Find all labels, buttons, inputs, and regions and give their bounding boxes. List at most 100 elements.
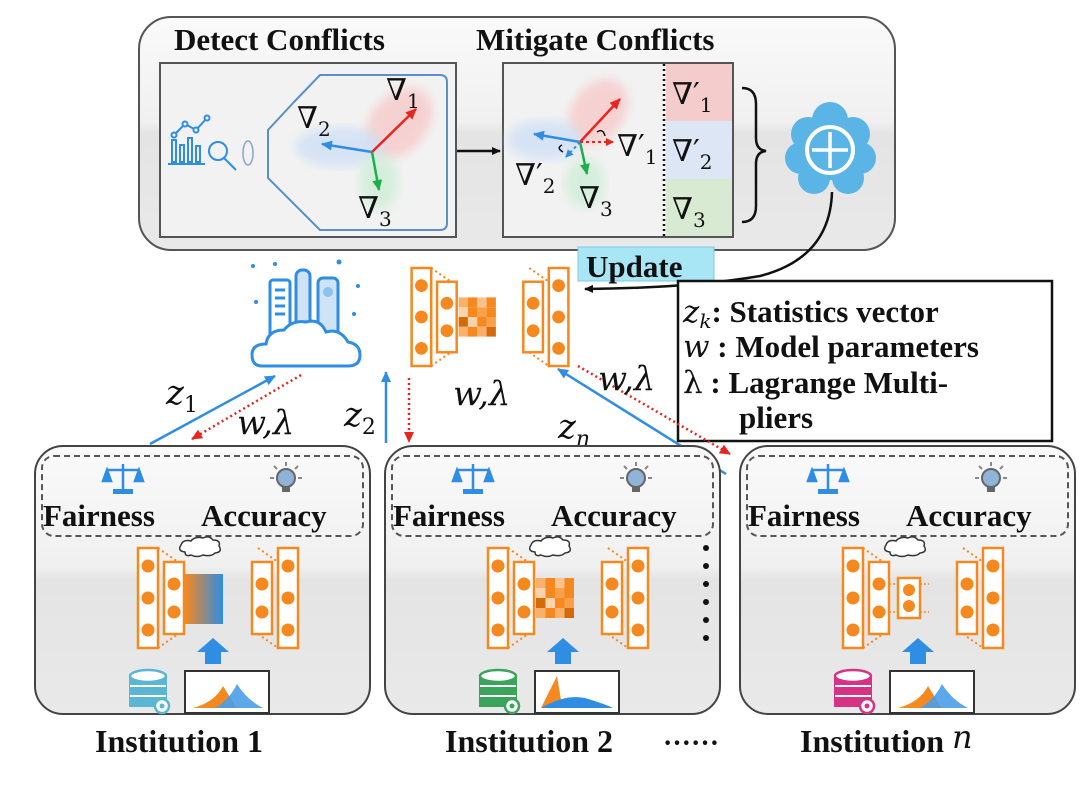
accuracy-lightbulb-icon	[270, 462, 302, 492]
objectives-box	[391, 455, 714, 537]
label-grad-3: ∇3	[358, 191, 392, 231]
layer-block	[512, 560, 536, 636]
layer-block	[600, 560, 624, 636]
local-model-icon	[136, 546, 300, 650]
neuron	[846, 591, 860, 605]
gradient-2-arrow	[321, 140, 373, 154]
accuracy-label: Accuracy	[201, 498, 327, 533]
legend-item-z: zk: Statistics vector	[682, 294, 939, 333]
neuron	[141, 591, 155, 605]
neuron	[255, 605, 269, 619]
accuracy-label: Accuracy	[906, 498, 1032, 533]
latent-cell	[555, 598, 565, 608]
thought-cloud-icon	[528, 536, 572, 558]
label-grad-2: ∇2	[297, 101, 331, 141]
latent-cell	[477, 297, 487, 308]
label-grad-1: ∇1	[386, 73, 420, 113]
fairness-label: Fairness	[393, 498, 505, 533]
neuron	[491, 559, 505, 573]
label-w-lambda-n: w,λ	[598, 359, 655, 399]
neuron	[491, 591, 505, 605]
layer-block	[435, 280, 458, 354]
projected-gradient-item: ∇′2	[666, 121, 732, 179]
projected-gradient-item: ∇3	[666, 179, 732, 236]
data-flow-arrow-icon	[547, 638, 579, 664]
local-model-icon	[486, 546, 650, 650]
neuron	[903, 600, 915, 612]
neuron	[631, 559, 645, 573]
top-panel: Detect Conflicts Mitigate Conflicts	[138, 16, 896, 251]
label-z2: z2	[343, 395, 376, 440]
mitigate-conflicts-title: Mitigate Conflicts	[476, 22, 714, 57]
institution-name: Institution 2	[445, 723, 613, 759]
neuron	[167, 605, 181, 619]
latent-cell	[477, 317, 487, 327]
institution-name: Institution n	[800, 718, 973, 759]
neuron	[960, 605, 974, 619]
neuron	[415, 341, 428, 355]
latent-cell	[467, 326, 478, 337]
latent-cell	[545, 608, 555, 618]
update-arrow	[584, 191, 834, 293]
layer-block	[867, 560, 891, 636]
latent-cell	[467, 307, 478, 317]
layer-block	[250, 560, 274, 636]
neuron	[986, 559, 1000, 573]
brace	[741, 86, 767, 224]
latent-cell	[536, 598, 546, 608]
svg-text:∇3: ∇3	[672, 192, 706, 232]
neuron	[903, 584, 915, 596]
svg-text:∇′1: ∇′1	[672, 77, 713, 117]
legend-box: zk: Statistics vector w : Model paramete…	[676, 279, 1054, 443]
institution-name: Institution 1	[95, 723, 263, 759]
thought-cloud-icon	[178, 536, 222, 558]
mitigate-box: ∇′1 ∇′2 ∇3 ∇′1∇′2 ∇3	[502, 62, 734, 238]
neuron	[872, 605, 886, 619]
projected-gradient-list: ∇′1∇′2 ∇3	[666, 64, 732, 236]
latent-gradient	[185, 574, 223, 624]
label-proj-grad-2: ∇′2	[515, 158, 556, 198]
latent-cell	[486, 317, 496, 327]
objectives-box	[746, 455, 1069, 537]
label-z1: z1	[165, 373, 198, 418]
fairness-label: Fairness	[43, 498, 155, 533]
latent-cell	[458, 326, 468, 337]
neuron	[986, 591, 1000, 605]
neuron	[517, 605, 531, 619]
latent-cell	[467, 297, 478, 308]
latent-cell	[564, 608, 574, 618]
neuron	[440, 296, 454, 310]
gradient-1-arrow	[371, 108, 417, 153]
neuron	[281, 559, 295, 573]
layer-block	[522, 280, 545, 354]
neuron	[255, 577, 269, 591]
cloud-server-icon	[250, 259, 362, 368]
gradient-3-arrow	[370, 151, 383, 191]
neuron	[526, 296, 540, 310]
objectives-box	[41, 455, 364, 537]
latent-cell	[536, 608, 546, 618]
w-lambda-download-arrow-n	[577, 364, 731, 456]
accuracy-lightbulb-icon	[975, 462, 1007, 492]
data-distribution-chart	[889, 670, 975, 714]
latent-cell	[555, 588, 565, 598]
latent-cell	[458, 297, 468, 308]
data-distribution-chart	[534, 670, 620, 714]
neuron	[605, 605, 619, 619]
neuron	[552, 341, 565, 355]
neuron	[491, 623, 505, 637]
latent-cell	[536, 578, 546, 588]
thought-bubble-icon	[242, 140, 254, 166]
neuron	[281, 623, 295, 637]
latent-cell	[477, 307, 487, 317]
latent-cell	[545, 578, 555, 588]
global-model-icon	[410, 266, 570, 368]
neuron	[631, 591, 645, 605]
layer-block	[955, 560, 979, 636]
neuron	[846, 559, 860, 573]
neuron	[872, 577, 886, 591]
